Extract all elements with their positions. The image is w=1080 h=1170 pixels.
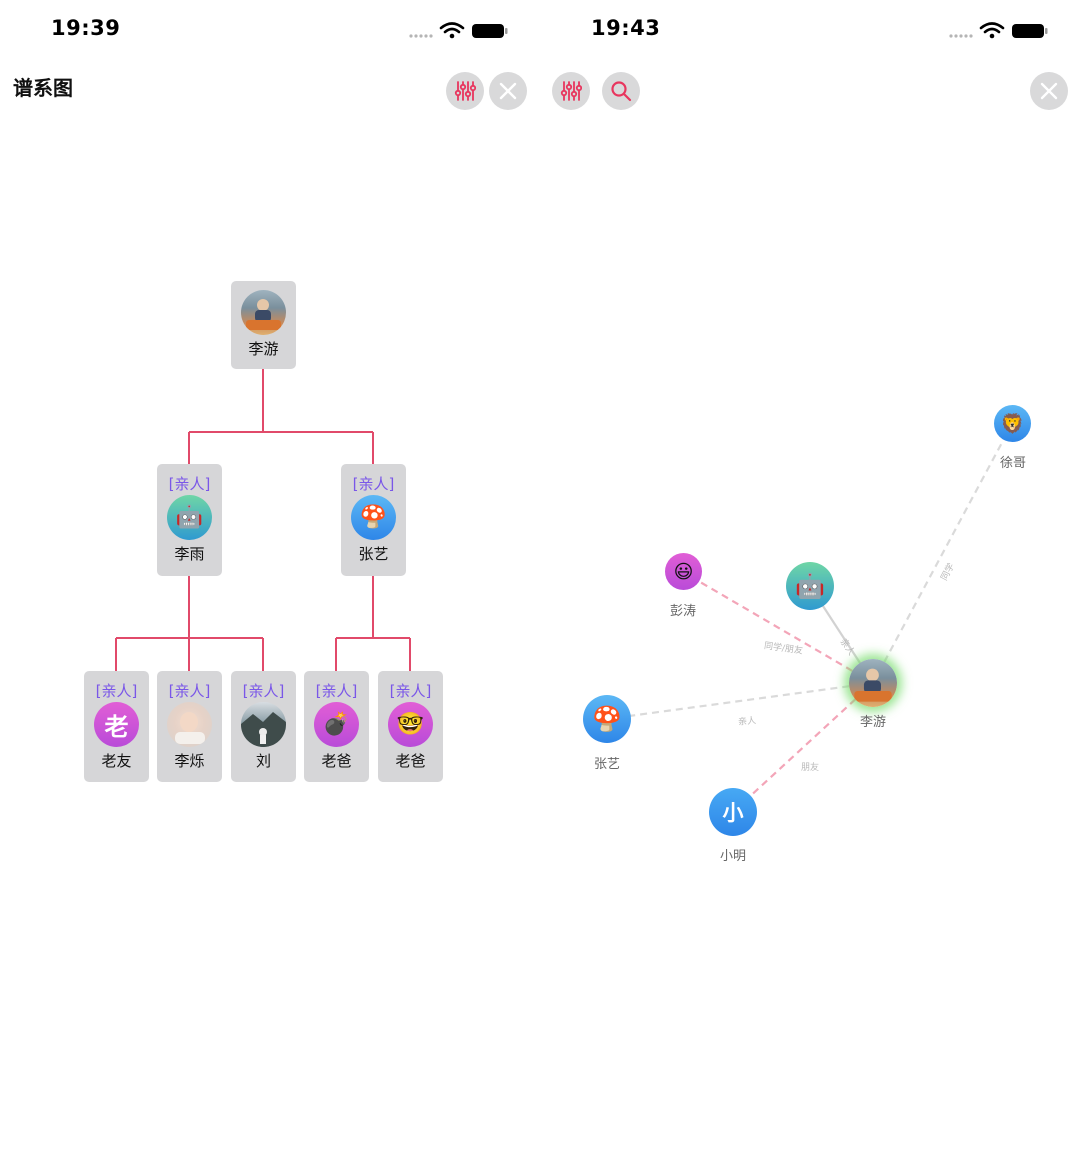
mushroom-icon: 🍄 [351, 495, 396, 540]
wifi-icon [439, 22, 465, 34]
landscape-photo-avatar [241, 702, 286, 747]
node-name: 李烁 [174, 752, 205, 770]
battery-icon [472, 24, 508, 38]
photo-avatar [241, 290, 286, 335]
edge-label: 亲人 [737, 716, 757, 728]
lineage-tree-screen: 19:39 谱系图 [13, 16, 527, 782]
wifi-icon [979, 22, 1005, 34]
edge-label: 朋友 [801, 763, 820, 773]
edge-zhangyi [606, 681, 874, 721]
edge-xuge [872, 423, 1013, 684]
relation-tag: [亲人] [389, 682, 432, 700]
text-avatar: 老 [94, 702, 139, 747]
tree-node-lishuo[interactable]: [亲人] 李烁 [157, 671, 222, 782]
relationship-graph-screen: 19:43 同学 同学/朋友 亲人 亲人 朋友 🦁 徐哥 [540, 0, 1080, 1170]
lion-icon: 🦁 [1000, 413, 1025, 435]
relation-tag: [亲人] [168, 475, 211, 493]
tree-node-laoyou[interactable]: [亲人] 老 老友 [84, 671, 149, 782]
relation-tag: [亲人] [242, 682, 285, 700]
node-name: 张艺 [593, 757, 620, 772]
graph-edges [606, 423, 1013, 813]
search-icon [611, 81, 632, 102]
graph-node-xuge[interactable]: 🦁 [994, 405, 1031, 442]
relation-tag: [亲人] [315, 682, 358, 700]
close-icon [1040, 82, 1058, 100]
status-time: 19:43 [591, 16, 661, 40]
edge-pengtao [682, 571, 874, 684]
tree-node-zhangyi[interactable]: [亲人] 🍄 张艺 [341, 464, 406, 576]
tree-node-liyu[interactable]: [亲人] 🤖 李雨 [157, 464, 222, 576]
node-name: 老友 [101, 752, 132, 770]
graph-node-pengtao[interactable]: 😃 [665, 553, 702, 590]
text-avatar: 小 [722, 801, 744, 825]
node-name: 老爸 [395, 752, 426, 770]
nerd-face-icon: 🤓 [388, 702, 433, 747]
close-icon [499, 82, 517, 100]
relation-tag: [亲人] [352, 475, 395, 493]
edge-xiaoming [732, 682, 874, 813]
robot-icon: 🤖 [167, 495, 212, 540]
node-name: 老爸 [321, 752, 352, 770]
relation-tag: [亲人] [95, 682, 138, 700]
tree-node-root[interactable]: 李游 [231, 281, 296, 369]
mushroom-icon: 🍄 [592, 705, 622, 733]
battery-icon [1012, 24, 1048, 38]
graph-node-zhangyi[interactable]: 🍄 [583, 695, 631, 743]
graph-node-xiaoming[interactable]: 小 [709, 788, 757, 836]
bomb-icon: 💣 [314, 702, 359, 747]
sliders-icon [560, 81, 582, 101]
node-name: 刘 [255, 752, 271, 770]
close-button[interactable] [489, 72, 527, 110]
node-name: 李游 [248, 340, 279, 358]
photo-avatar [854, 668, 892, 702]
node-name: 李雨 [174, 545, 205, 563]
tree-node-laoba-2[interactable]: [亲人] 🤓 老爸 [378, 671, 443, 782]
close-button[interactable] [1030, 72, 1068, 110]
node-name: 李游 [859, 715, 886, 730]
tree-node-liu[interactable]: [亲人] 刘 [231, 671, 296, 782]
search-button[interactable] [602, 72, 640, 110]
tree-connectors [115, 369, 411, 671]
graph-node-robot[interactable]: 🤖 [786, 562, 834, 610]
node-name: 张艺 [358, 545, 389, 563]
node-name: 小明 [719, 849, 746, 864]
smiley-icon: 😃 [673, 560, 694, 583]
tree-node-laoba-1[interactable]: [亲人] 💣 老爸 [304, 671, 369, 782]
robot-icon: 🤖 [795, 572, 825, 600]
status-time: 19:39 [51, 16, 121, 40]
page-title: 谱系图 [13, 76, 73, 100]
graph-node-center[interactable] [849, 659, 897, 707]
node-name: 徐哥 [999, 456, 1026, 471]
status-icons [408, 20, 508, 42]
node-name: 彭涛 [669, 604, 696, 619]
baby-photo-avatar [167, 702, 212, 747]
filter-button[interactable] [446, 72, 484, 110]
filter-button[interactable] [552, 72, 590, 110]
sliders-icon [454, 81, 476, 101]
relation-tag: [亲人] [168, 682, 211, 700]
status-icons [948, 20, 1048, 42]
